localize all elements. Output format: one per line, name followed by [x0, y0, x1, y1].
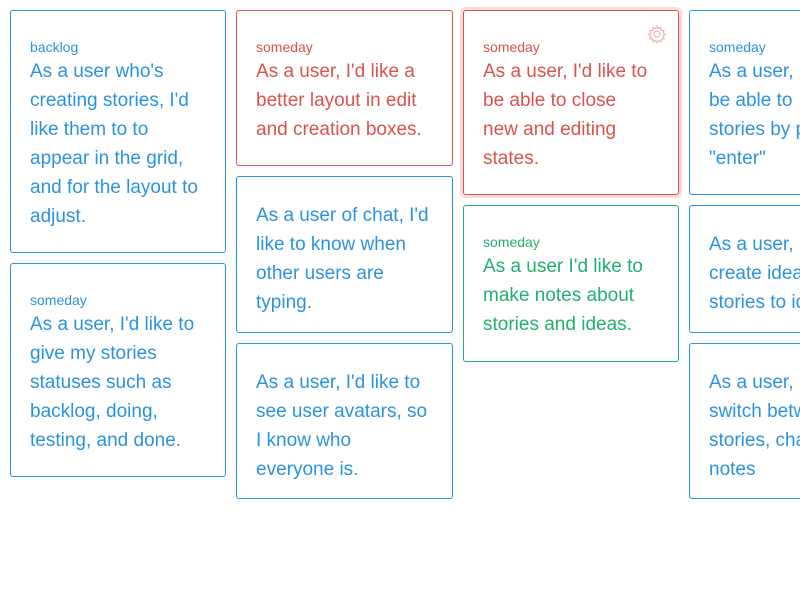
- story-card[interactable]: As a user, I switch betw stories, cha no…: [689, 343, 800, 499]
- story-status: someday: [30, 292, 87, 308]
- story-status: someday: [483, 234, 540, 250]
- story-text: As a user of chat, I'd like to know when…: [256, 205, 429, 313]
- story-text: As a user, I'd like to be able to close …: [483, 61, 648, 169]
- story-card[interactable]: someday As a user I'd like to make notes…: [463, 205, 679, 362]
- story-status: someday: [709, 39, 766, 55]
- story-status: someday: [483, 39, 540, 55]
- story-text: As a user I'd like to make notes about s…: [483, 256, 643, 335]
- story-text: As a user, I be able to stories by p "en…: [709, 61, 800, 169]
- story-card[interactable]: As a user of chat, I'd like to know when…: [236, 176, 453, 333]
- story-card[interactable]: someday As a user, I'd like to be able t…: [463, 10, 679, 195]
- story-card[interactable]: backlog As a user who's creating stories…: [10, 10, 226, 253]
- story-card[interactable]: someday As a user, I'd like a better lay…: [236, 10, 453, 166]
- story-text: As a user, I switch betw stories, cha no…: [709, 372, 800, 480]
- story-text: As a user who's creating stories, I'd li…: [30, 61, 198, 227]
- story-card[interactable]: someday As a user, I be able to stories …: [689, 10, 800, 195]
- story-status: someday: [256, 39, 313, 55]
- gear-icon[interactable]: [647, 24, 667, 44]
- story-status: backlog: [30, 39, 79, 55]
- story-text: As a user, I'd like to see user avatars,…: [256, 372, 428, 480]
- story-card[interactable]: As a user, I'd like to see user avatars,…: [236, 343, 453, 499]
- story-card[interactable]: someday As a user, I'd like to give my s…: [10, 263, 226, 477]
- story-text: As a user, I create idea stories to id: [709, 234, 800, 313]
- story-text: As a user, I'd like to give my stories s…: [30, 314, 195, 451]
- story-card[interactable]: As a user, I create idea stories to id: [689, 205, 800, 333]
- story-text: As a user, I'd like a better layout in e…: [256, 61, 422, 140]
